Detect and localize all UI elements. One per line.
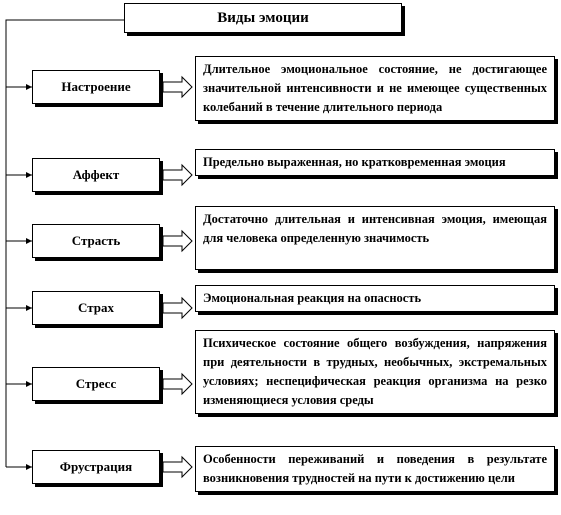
description-frustration: Особенности переживаний и поведения в ре… xyxy=(195,446,555,492)
emotion-stress: Стресс xyxy=(32,367,160,401)
description-affect: Предельно выраженная, но кратковременная… xyxy=(195,149,555,176)
emotion-fear: Страх xyxy=(32,291,160,325)
emotion-passion: Страсть xyxy=(32,224,160,258)
emotion-frustration: Фрустрация xyxy=(32,450,160,484)
emotion-mood: Настроение xyxy=(32,70,160,104)
description-mood: Длительное эмоциональное состояние, не д… xyxy=(195,56,555,121)
diagram-title: Виды эмоции xyxy=(124,3,402,33)
description-passion: Достаточно длительная и интенсивная эмоц… xyxy=(195,206,555,270)
description-stress: Психическое состояние общего возбуждения… xyxy=(195,330,555,414)
emotion-affect: Аффект xyxy=(32,158,160,192)
description-fear: Эмоциональная реакция на опасность xyxy=(195,285,555,312)
